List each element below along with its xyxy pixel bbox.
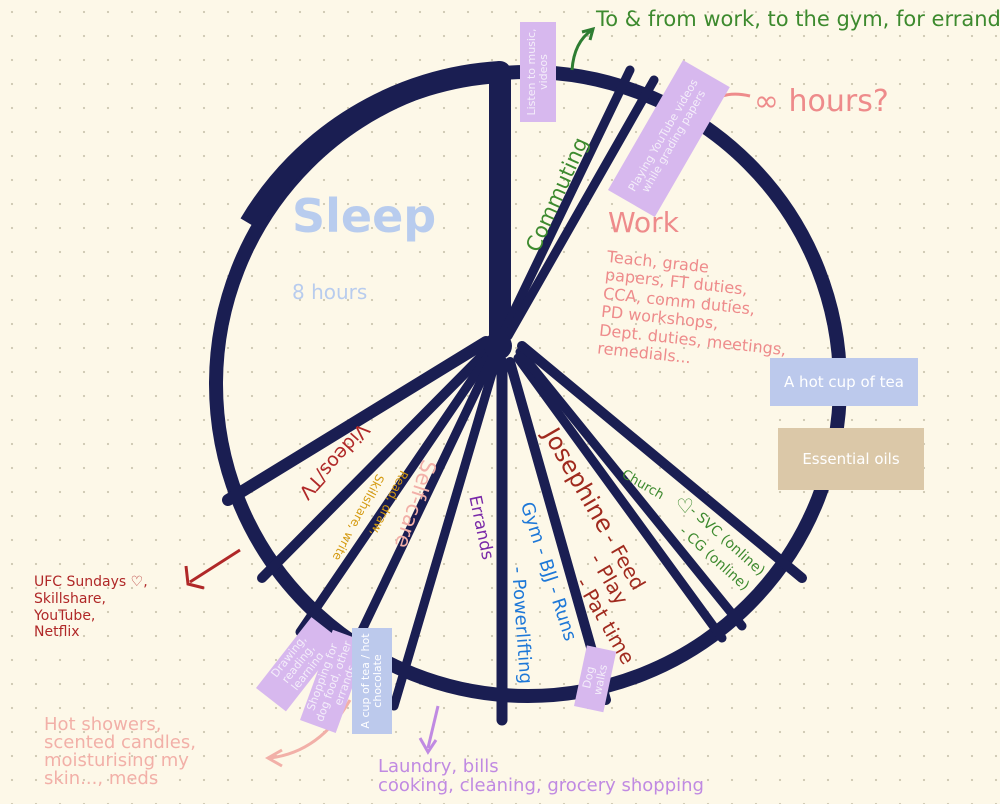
work-details: Teach, grade papers, FT duties, CCA, com… bbox=[596, 247, 788, 368]
divider-josephine-church-a bbox=[513, 353, 727, 643]
self-care-list: Hot showers, scented candles, moisturisi… bbox=[44, 714, 196, 789]
arrow-selfcare-head bbox=[264, 748, 283, 768]
work-title: Work bbox=[608, 206, 679, 239]
note-music-videos: Listen to music, videos bbox=[520, 22, 556, 122]
divider-josephine-church-b bbox=[515, 347, 747, 631]
divider-sleep-videos bbox=[222, 336, 492, 506]
sleep-hours: 8 hours bbox=[292, 280, 368, 304]
divider-commuting-work-b bbox=[503, 75, 659, 341]
arrow-commute-to-header bbox=[570, 28, 593, 71]
arrow-laundry bbox=[426, 705, 440, 749]
videos-list: UFC Sundays ♡, Skillshare, YouTube, Netf… bbox=[34, 574, 148, 641]
note-essential-oils: Essential oils bbox=[778, 428, 924, 490]
divider-reading-selfcare-b bbox=[339, 353, 497, 673]
arrow-videos bbox=[189, 548, 241, 584]
sleep-title: Sleep bbox=[292, 189, 437, 243]
sleep-outline-thick bbox=[240, 61, 501, 230]
laundry-list: Laundry, bills cooking, cleaning, grocer… bbox=[378, 756, 704, 796]
divider-selfcare-errands bbox=[389, 355, 501, 711]
church-heart: ♡ bbox=[676, 494, 694, 518]
arrow-commute-head bbox=[581, 26, 596, 41]
infinity-hours-note: ∞ hours? bbox=[754, 84, 889, 119]
pie-hub bbox=[484, 332, 512, 360]
commute-description: To & from work, to the gym, for errands bbox=[596, 7, 1000, 31]
note-hot-cup-of-tea: A hot cup of tea bbox=[770, 358, 918, 406]
arrow-videos-head bbox=[184, 565, 205, 590]
note-cup-of-tea: A cup of tea / hot chocolate bbox=[352, 628, 392, 734]
divider-videos-reading bbox=[257, 347, 491, 583]
divider-church-work bbox=[517, 341, 807, 583]
divider-commuting-work-a bbox=[497, 65, 635, 341]
divider-gym-josephine bbox=[505, 357, 611, 705]
divider-reading-selfcare-a bbox=[295, 351, 493, 637]
arrow-laundry-head bbox=[418, 737, 438, 755]
